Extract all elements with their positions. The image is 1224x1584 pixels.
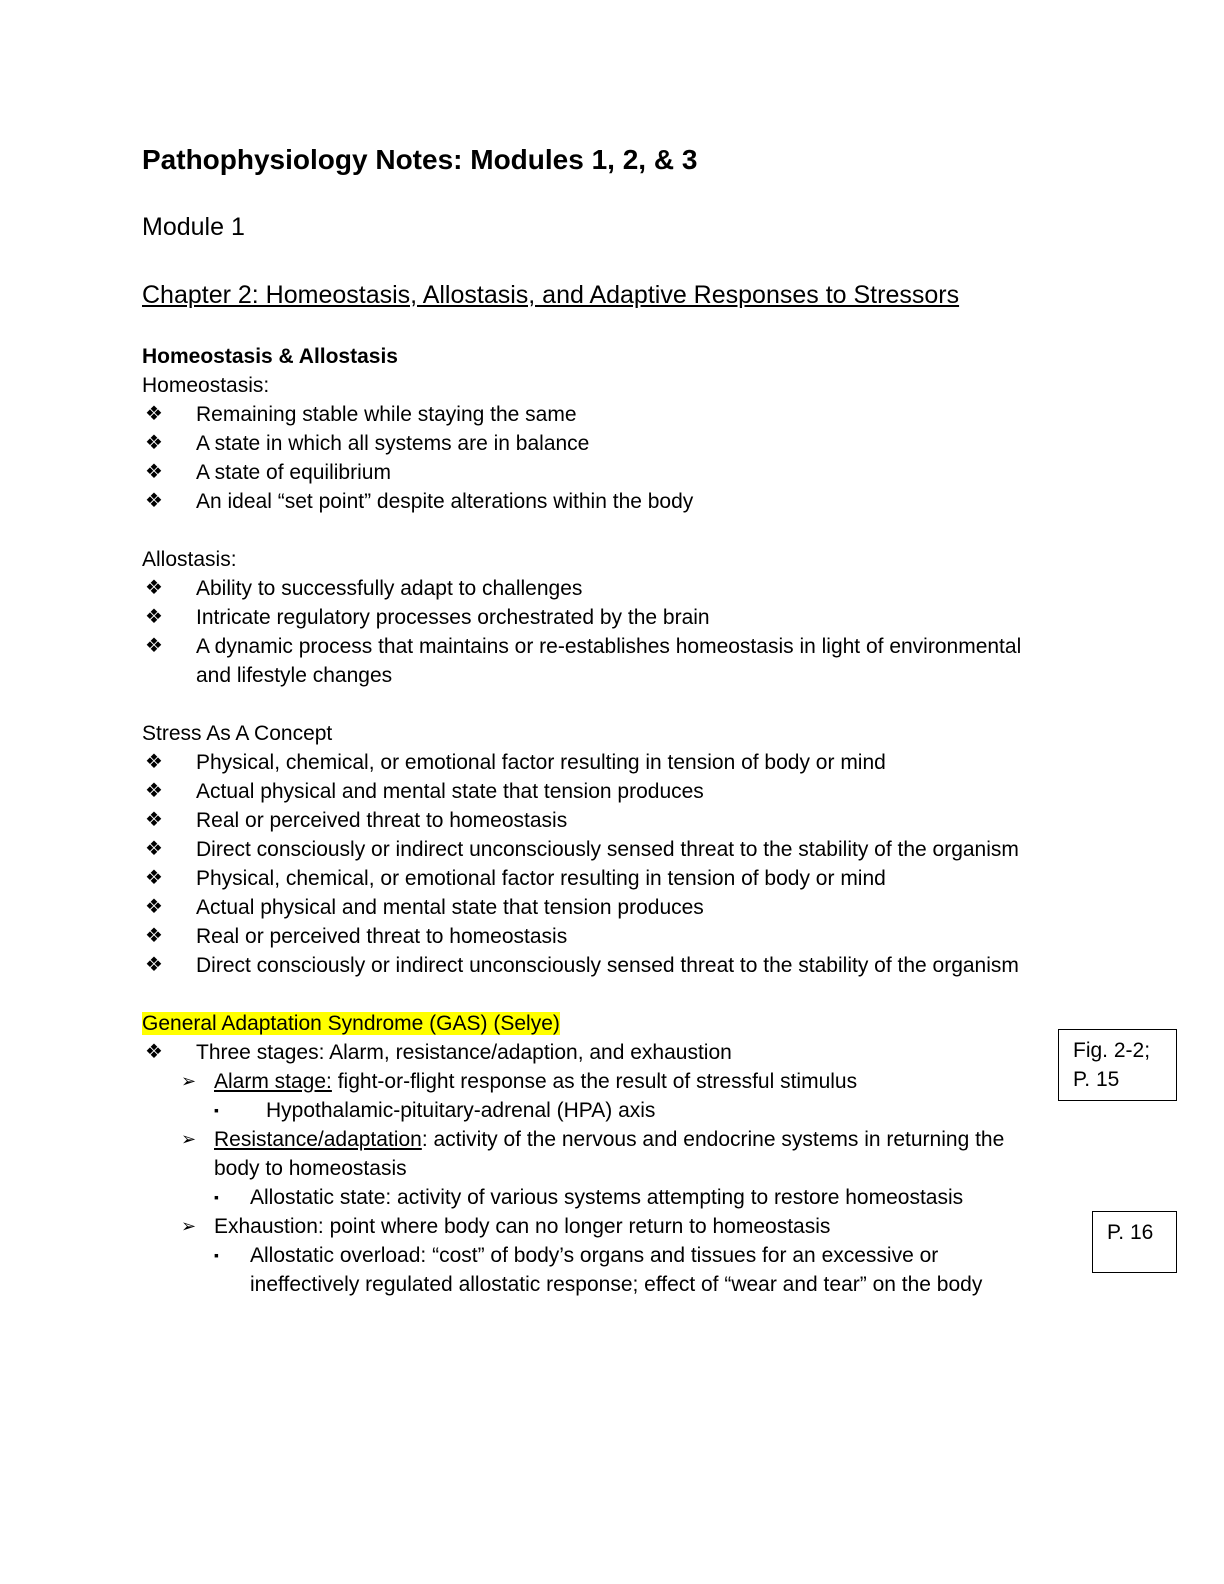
alarm-term: Alarm stage:	[214, 1070, 332, 1093]
diamond-bullet-icon: ❖	[145, 867, 163, 889]
homeostasis-label: Homeostasis:	[142, 374, 270, 397]
module-heading: Module 1	[142, 213, 245, 241]
allostasis-label: Allostasis:	[142, 548, 237, 571]
diamond-bullet-icon: ❖	[145, 606, 163, 628]
diamond-bullet-icon: ❖	[145, 403, 163, 425]
square-bullet-icon: ▪	[214, 1247, 219, 1263]
diamond-bullet-icon: ❖	[145, 751, 163, 773]
diamond-bullet-icon: ❖	[145, 896, 163, 918]
arrow-bullet-icon: ➢	[181, 1129, 197, 1149]
chapter-heading: Chapter 2: Homeostasis, Allostasis, and …	[142, 281, 960, 309]
diamond-bullet-icon: ❖	[145, 432, 163, 454]
list-item-continuation: body to homeostasis	[214, 1157, 407, 1180]
arrow-bullet-icon: ➢	[181, 1071, 197, 1091]
diamond-bullet-icon: ❖	[145, 461, 163, 483]
section-heading: Homeostasis & Allostasis	[142, 345, 398, 368]
page-reference-box: P. 16	[1092, 1211, 1177, 1273]
stress-label: Stress As A Concept	[142, 722, 333, 745]
diamond-bullet-icon: ❖	[145, 809, 163, 831]
diamond-bullet-icon: ❖	[145, 780, 163, 802]
diamond-bullet-icon: ❖	[145, 925, 163, 947]
square-bullet-icon: ▪	[214, 1102, 219, 1118]
diamond-bullet-icon: ❖	[145, 838, 163, 860]
highlighted-text: General Adaptation Syndrome (GAS) (Selye…	[142, 1012, 560, 1035]
resistance-text: : activity of the nervous and endocrine …	[421, 1128, 1005, 1151]
document-title: Pathophysiology Notes: Modules 1, 2, & 3	[142, 144, 698, 175]
gas-heading: General Adaptation Syndrome (GAS) (Selye…	[142, 1009, 560, 1038]
square-bullet-icon: ▪	[214, 1189, 219, 1205]
list-item-continuation: ineffectively regulated allostatic respo…	[250, 1273, 983, 1296]
alarm-text: fight-or-flight response as the result o…	[331, 1070, 858, 1093]
resistance-term: Resistance/adaptation	[214, 1128, 422, 1151]
arrow-bullet-icon: ➢	[181, 1216, 197, 1236]
diamond-bullet-icon: ❖	[145, 490, 163, 512]
diamond-bullet-icon: ❖	[145, 1041, 163, 1063]
diamond-bullet-icon: ❖	[145, 954, 163, 976]
diamond-bullet-icon: ❖	[145, 635, 163, 657]
diamond-bullet-icon: ❖	[145, 577, 163, 599]
figure-reference-box: Fig. 2-2; P. 15	[1058, 1029, 1177, 1101]
